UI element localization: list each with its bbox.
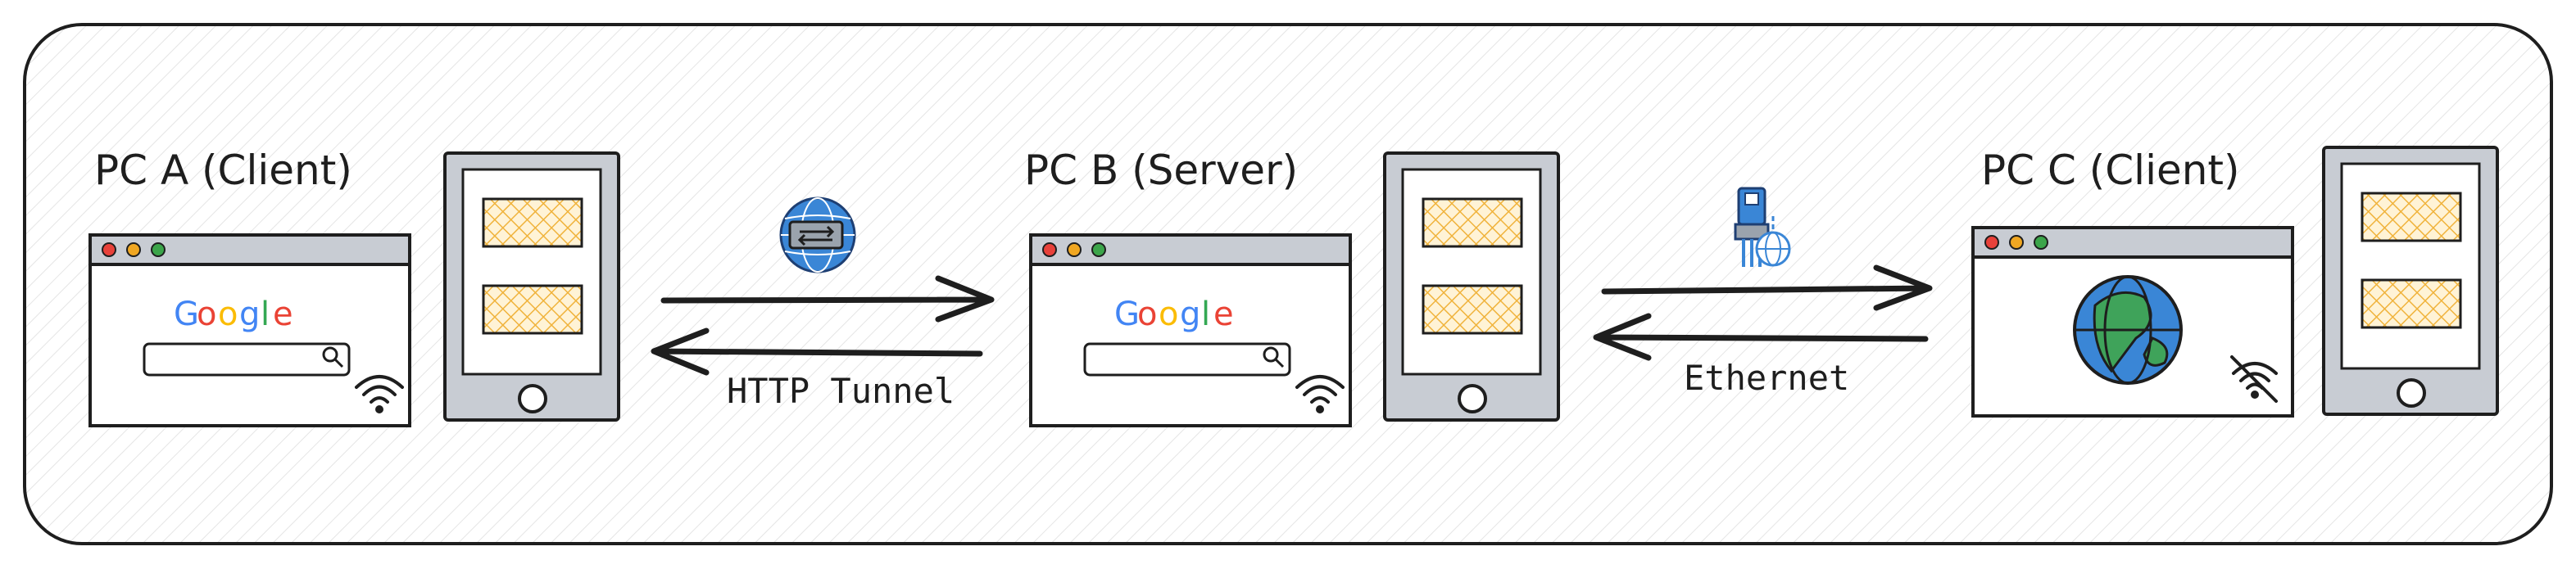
- svg-text:G: G: [174, 296, 199, 333]
- pc-c-browser-window: [1971, 226, 2294, 418]
- pc-b-google-logo: G o o g l e: [1114, 296, 1234, 333]
- pc-a-mobile-device: [443, 151, 620, 422]
- search-icon: [322, 346, 344, 368]
- home-button[interactable]: [518, 384, 547, 413]
- pc-b-browser-window: G o o g l e: [1029, 233, 1352, 427]
- home-button[interactable]: [2397, 378, 2426, 408]
- node-pc-c: PC C (Client): [1971, 146, 2499, 418]
- wifi-off-icon: [2230, 355, 2278, 403]
- svg-text:o: o: [1159, 296, 1178, 333]
- home-button[interactable]: [1458, 384, 1487, 413]
- ethernet-label: Ethernet: [1684, 358, 1849, 398]
- search-icon: [1263, 346, 1285, 368]
- arrow-b-to-c: [1601, 264, 1933, 311]
- ethernet-plug-icon: [1734, 187, 1791, 267]
- wifi-icon: [1295, 375, 1345, 413]
- pc-b-title: PC B (Server): [1024, 147, 1298, 194]
- svg-text:e: e: [1213, 296, 1234, 333]
- wifi-icon: [355, 375, 404, 413]
- world-globe-icon: [2073, 275, 2183, 385]
- link-ethernet: Ethernet: [1593, 187, 1933, 398]
- link-http-tunnel: HTTP Tunnel: [651, 196, 995, 411]
- pc-c-mobile-device: [2322, 146, 2499, 416]
- pc-a-title: PC A (Client): [94, 147, 352, 194]
- pc-b-search-bar[interactable]: [1083, 342, 1291, 377]
- pc-a-google-logo: G o o g l e: [174, 296, 293, 333]
- http-tunnel-label: HTTP Tunnel: [727, 371, 955, 411]
- arrow-a-to-b: [660, 275, 995, 323]
- node-pc-a: PC A (Client) G o o g l e: [88, 147, 620, 427]
- pc-a-browser-window: G o o g l e: [88, 233, 411, 427]
- pc-a-search-bar[interactable]: [143, 342, 351, 377]
- svg-text:G: G: [1114, 296, 1140, 333]
- svg-text:o: o: [218, 296, 238, 333]
- svg-text:l: l: [1201, 296, 1210, 333]
- pc-c-title: PC C (Client): [1981, 147, 2240, 194]
- svg-text:e: e: [273, 296, 293, 333]
- node-pc-b: PC B (Server) G o o g l e: [1024, 147, 1560, 427]
- svg-text:l: l: [261, 296, 270, 333]
- svg-text:o: o: [197, 296, 216, 333]
- globe-tunnel-icon: [779, 196, 856, 273]
- svg-text:o: o: [1137, 296, 1157, 333]
- svg-text:g: g: [1180, 296, 1200, 333]
- arrow-b-to-a: [651, 327, 983, 376]
- svg-text:g: g: [239, 296, 260, 333]
- pc-b-mobile-device: [1383, 151, 1560, 422]
- arrow-c-to-b: [1593, 313, 1929, 361]
